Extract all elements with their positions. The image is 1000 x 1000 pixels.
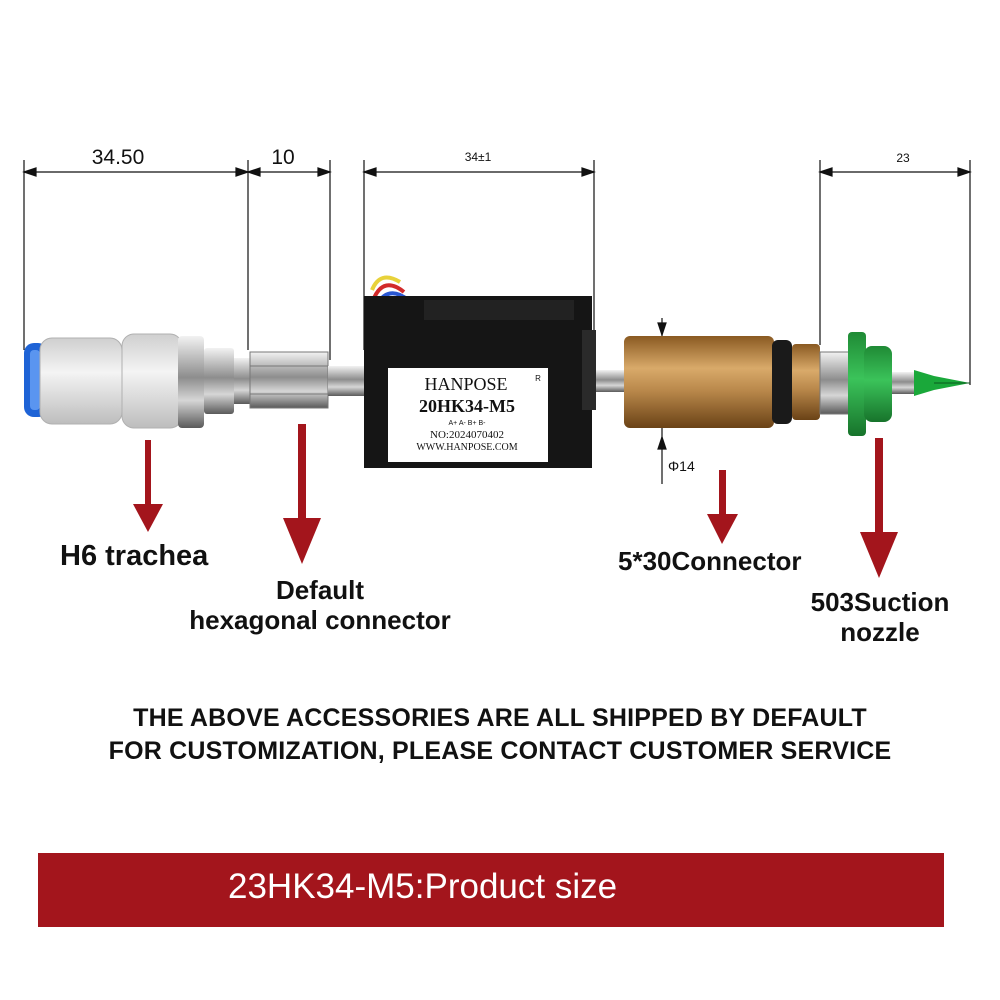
title-banner: 23HK34-M5:Product size (38, 853, 944, 927)
assembly: HANPOSE R 20HK34-M5 A+ A- B+ B- NO:20240… (24, 275, 970, 468)
label-hex-line1: Default (275, 575, 365, 605)
dim-nozzle: 23 (896, 151, 910, 165)
stepper-motor (364, 296, 596, 468)
dimension-lines (22, 160, 972, 484)
arrow-nozzle (860, 438, 898, 578)
notice-line1: THE ABOVE ACCESSORIES ARE ALL SHIPPED BY… (133, 704, 867, 732)
motor-website: WWW.HANPOSE.COM (416, 442, 517, 453)
white-fitting (39, 333, 183, 429)
label-nozzle-line1: 503Suction (810, 587, 950, 617)
motor-model: 20HK34-M5 (419, 396, 515, 416)
motor-brand: HANPOSE (424, 374, 507, 394)
label-hex-line2: hexagonal connector (189, 605, 451, 635)
motor-shaft (596, 370, 624, 392)
dim-hex-connector: 10 (271, 146, 294, 169)
dim-hose-fitting: 34.50 (92, 146, 145, 169)
banner-title: 23HK34-M5:Product size (228, 867, 618, 906)
label-trachea: H6 trachea (60, 540, 209, 572)
callout-arrows (133, 424, 898, 578)
label-connector: 5*30Connector (618, 546, 802, 576)
arrow-hex (283, 424, 321, 564)
registered-mark: R (535, 374, 541, 383)
arrow-connector (707, 470, 738, 544)
notice-line2: FOR CUSTOMIZATION, PLEASE CONTACT CUSTOM… (108, 737, 892, 765)
brass-connector (624, 336, 820, 428)
motor-pin-legend: A+ A- B+ B- (449, 420, 487, 427)
motor-serial: NO:2024070402 (430, 429, 504, 441)
dim-diameter: Φ14 (668, 458, 695, 474)
label-nozzle-line2: nozzle (840, 617, 920, 647)
green-nozzle (848, 332, 970, 436)
hex-connector (249, 351, 364, 409)
dim-motor: 34±1 (465, 150, 492, 164)
arrow-trachea (133, 440, 163, 532)
threaded-fitting (178, 336, 250, 428)
